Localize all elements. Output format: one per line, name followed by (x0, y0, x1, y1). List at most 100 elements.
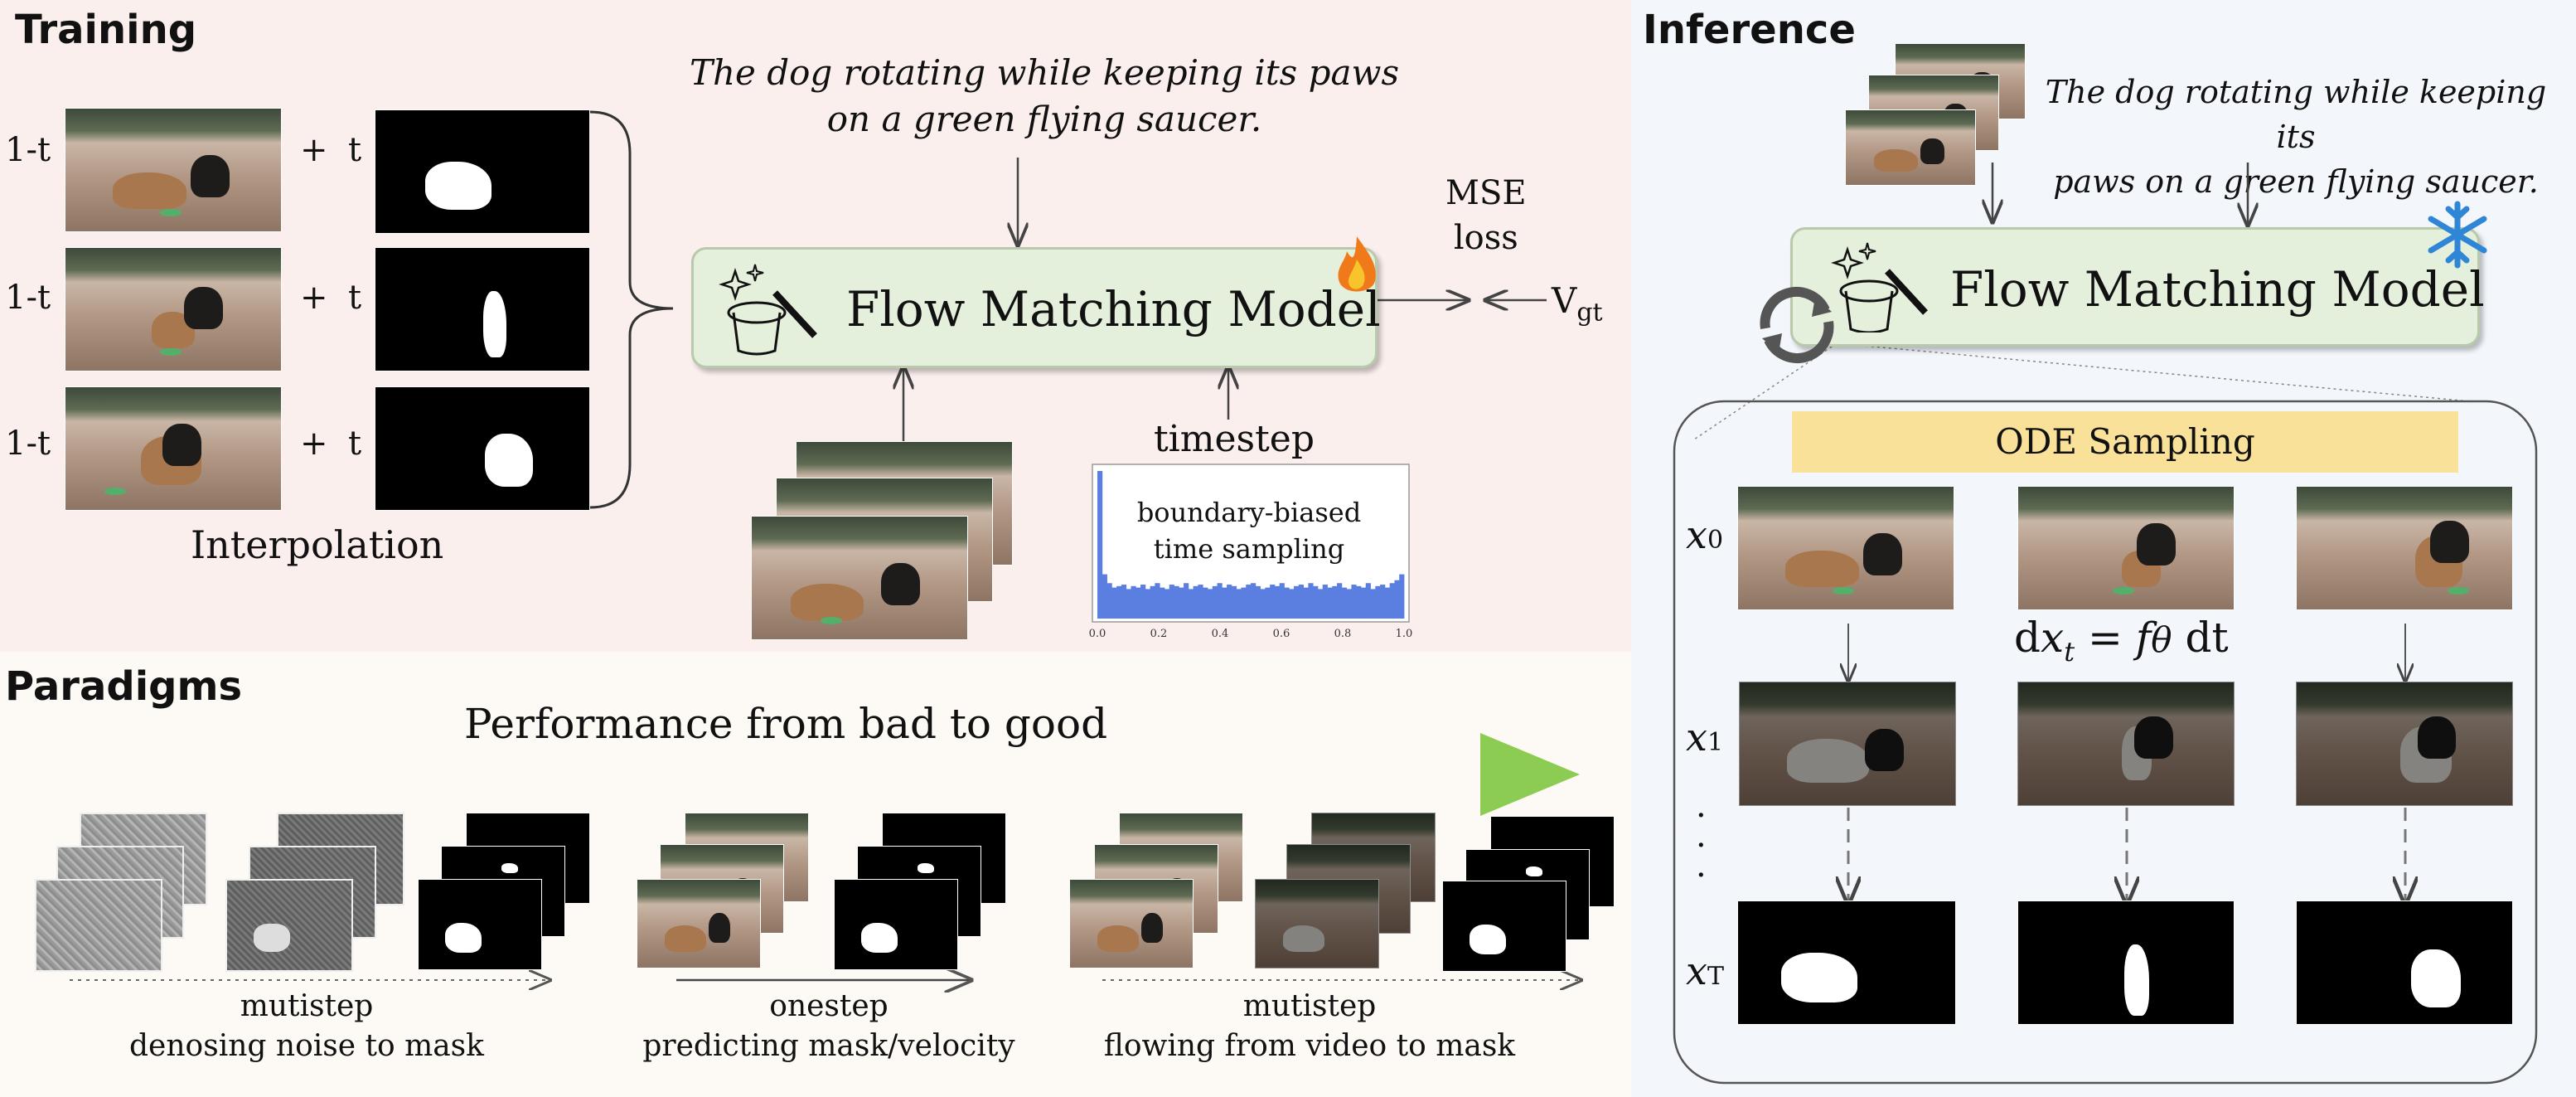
row-label-main: x (1686, 512, 1707, 557)
row-label-x1: x1 (1686, 715, 1723, 760)
timestep-label: timestep (1154, 418, 1315, 460)
paradigm-1-line2: denosing noise to mask (129, 1029, 484, 1063)
histogram-bar (1121, 585, 1127, 619)
eq-dt: dt (2172, 614, 2229, 662)
histogram-bar (1188, 589, 1194, 619)
coef-t: t (348, 131, 362, 169)
row-label-main: x (1686, 949, 1707, 993)
x1-frame (2017, 682, 2235, 806)
mask-frame (1442, 881, 1566, 972)
histogram-bar (1135, 587, 1141, 619)
mask-frame (375, 109, 590, 234)
paradigm-caption-1: mutistep denosing noise to mask (124, 987, 489, 1066)
inference-connectors (1673, 163, 2538, 1085)
eq-t-sub: t (2064, 636, 2075, 667)
histogram-bar (1155, 583, 1160, 619)
brace (589, 110, 674, 509)
histogram-title-line2: time sampling (1153, 533, 1345, 565)
histogram-bar (1375, 585, 1381, 619)
coef-1-minus-t: 1-t (5, 425, 51, 463)
inference-title: Inference (1643, 7, 1856, 53)
histogram-title-line1: boundary-biased (1136, 497, 1362, 528)
x0-frame (1737, 486, 1954, 610)
histogram-bar (1270, 585, 1276, 619)
loop-icon (1760, 286, 1834, 364)
paradigm-caption-3: mutistep flowing from video to mask (1077, 987, 1542, 1066)
histogram-bar (1217, 583, 1223, 619)
plus-sign: + (300, 279, 328, 317)
magic-hat-icon (719, 264, 817, 356)
histogram-bar (1260, 589, 1266, 619)
ode-sampling-label: ODE Sampling (1995, 421, 2255, 462)
histogram-bar (1131, 585, 1136, 619)
video-frame (1069, 879, 1194, 968)
training-title: Training (15, 7, 197, 53)
histogram-bar (1116, 585, 1122, 619)
mse-loss-line1: MSE (1445, 174, 1527, 212)
ellipsis-dot: · (1696, 797, 1707, 835)
inference-prompt-line1: The dog rotating while keeping its (2045, 74, 2547, 155)
coef-t: t (348, 279, 362, 317)
inference-prompt: The dog rotating while keeping its paws … (2022, 70, 2569, 204)
histogram-bar (1394, 580, 1400, 619)
histogram-tick-label: 0.4 (1212, 628, 1229, 640)
histogram-bar (1351, 585, 1357, 619)
histogram-tick-label: 0.6 (1273, 628, 1290, 640)
mse-loss-line2: loss (1453, 219, 1518, 257)
ode-sampling-header: ODE Sampling (1792, 411, 2458, 473)
histogram-bar (1231, 585, 1237, 619)
paradigm-1-line1: mutistep (240, 989, 374, 1023)
video-frame (65, 386, 282, 511)
mask-frame (375, 247, 590, 371)
histogram-bar (1169, 585, 1174, 619)
video-frame-stack (751, 516, 968, 640)
row-label-sub: 1 (1707, 728, 1724, 757)
paradigm-caption-2: onestep predicting mask/velocity (605, 987, 1053, 1066)
histogram-bar (1227, 585, 1232, 619)
video-frame (65, 247, 282, 371)
histogram-bar (1207, 589, 1213, 619)
ode-sampling-box (1673, 400, 2538, 1085)
histogram-bar (1346, 589, 1352, 619)
histogram-bar (1308, 583, 1314, 619)
histogram-bar (1160, 587, 1165, 619)
histogram-tick-label: 0.0 (1089, 628, 1106, 640)
video-frame (1845, 109, 1976, 186)
vgt-sub: gt (1576, 298, 1603, 328)
histogram-bar (1246, 585, 1252, 619)
vgt-label: Vgt (1552, 280, 1603, 327)
x1-frame (1739, 682, 1956, 806)
histogram-bar (1337, 583, 1343, 619)
histogram-bar (1198, 585, 1203, 619)
training-connectors (589, 110, 1547, 509)
blended-frame (1255, 879, 1379, 968)
noise-frame (35, 879, 162, 972)
snowflake-icon (2428, 201, 2487, 269)
histogram-tick-label: 1.0 (1396, 628, 1412, 640)
histogram-bar (1236, 589, 1242, 619)
histogram-bar (1332, 585, 1338, 619)
flame-icon (1338, 236, 1376, 292)
histogram-bar (1274, 585, 1281, 619)
histogram-bar (1399, 574, 1405, 619)
plus-sign: + (300, 131, 328, 169)
eq-theta: θ (2151, 619, 2172, 660)
paradigm-2-line1: onestep (769, 989, 889, 1023)
magic-hat-icon (1831, 242, 1928, 332)
training-prompt-line1: The dog rotating while keeping its paws (689, 52, 1400, 93)
histogram-bar (1145, 589, 1150, 619)
histogram-bar (1150, 585, 1155, 619)
histogram-bar (1380, 585, 1386, 619)
row-label-main: x (1686, 715, 1707, 760)
histogram-bar (1193, 585, 1198, 619)
histogram-bar (1179, 587, 1184, 619)
histogram-bar (1389, 583, 1395, 619)
x0-frame (2296, 486, 2513, 610)
ellipsis-dot: · (1696, 827, 1707, 865)
zoom-line-right (1836, 342, 2471, 402)
row-label-sub: 0 (1707, 526, 1724, 555)
noisy-mask-frame (225, 879, 353, 972)
histogram-bar (1265, 587, 1271, 619)
histogram-bar (1164, 589, 1170, 619)
